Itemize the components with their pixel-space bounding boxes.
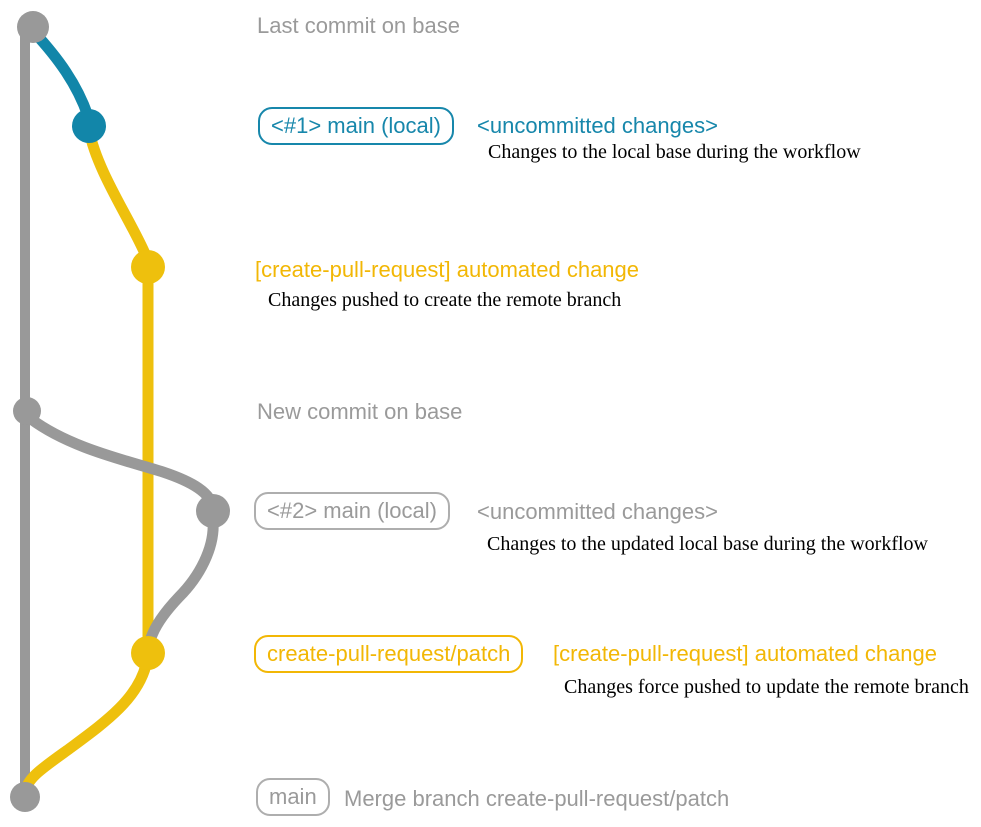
last-commit-label: Last commit on base [257,13,460,38]
commit-dot-new-base [13,397,41,425]
branch-badge-main-local-2: <#2> main (local) [254,492,450,530]
commit-caption-local-2: Changes to the updated local base during… [487,533,928,555]
commit-message-automated-1: [create-pull-request] automated change [255,257,640,282]
commit-dot-automated-2 [131,636,165,670]
new-commit-label: New commit on base [257,399,463,424]
commit-dot-last-base [17,11,49,43]
commit-message-automated-2: [create-pull-request] automated change [553,641,938,666]
commit-dot-merge [10,782,40,812]
local-branch-curve [28,26,94,122]
commit-dot-automated-1 [131,250,165,284]
commit-message-uncommitted-1: <uncommitted changes> [477,113,718,138]
commit-message-merge: Merge branch create-pull-request/patch [344,786,730,811]
branch-badge-main-local-1: <#1> main (local) [258,107,454,145]
branch-badge-main: main [256,778,330,816]
commit-caption-automated-2: Changes force pushed to update the remot… [564,676,969,698]
remote-branch-merge-curve [20,659,152,795]
commit-dot-local-1 [72,109,106,143]
commit-caption-automated-1: Changes pushed to create the remote bran… [268,289,622,311]
remote-branch-out-curve [83,124,152,262]
commit-caption-local-1: Changes to the local base during the wor… [488,141,861,163]
commit-dot-local-2 [196,494,230,528]
rebase-branch-out-curve [25,413,219,514]
git-graph [10,11,230,812]
branch-badge-create-pull-request-patch: create-pull-request/patch [254,635,524,673]
rebase-branch-in-curve [143,515,219,652]
commit-message-uncommitted-2: <uncommitted changes> [477,499,718,524]
